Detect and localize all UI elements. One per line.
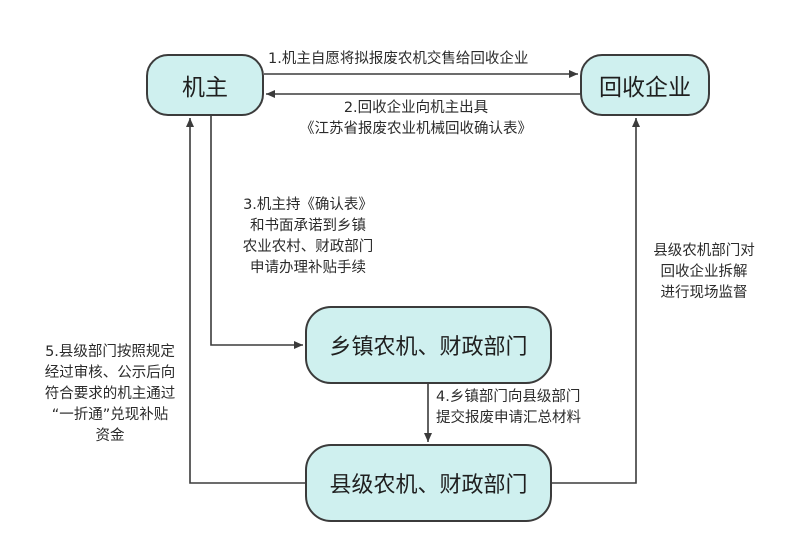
node-recycling-company: 回收企业 — [580, 54, 710, 116]
label-step2-line: 《江苏省报废农业机械回收确认表》 — [300, 121, 532, 137]
node-jizhu: 机主 — [146, 54, 264, 116]
label-step3-line: 3.机主持《确认表》 — [243, 197, 373, 213]
label-supervise-line: 县级农机部门对 — [653, 243, 755, 259]
label-supervise-line: 进行现场监督 — [660, 285, 748, 301]
arrow-step5 — [186, 118, 305, 484]
node-county-departments: 县级农机、财政部门 — [305, 444, 552, 522]
arrow-step3 — [210, 116, 303, 349]
node-township-departments: 乡镇农机、财政部门 — [305, 306, 552, 384]
label-step5-line: “一折通”兑现补贴 — [51, 407, 169, 423]
label-step3-line: 农业农村、财政部门 — [242, 239, 374, 255]
label-step5-line: 5.县级部门按照规定 — [45, 344, 175, 360]
label-step5-line: 资金 — [95, 428, 125, 444]
label-supervise: 县级农机部门对 回收企业拆解 进行现场监督 — [640, 241, 768, 304]
label-step2: 2.回收企业向机主出具 《江苏省报废农业机械回收确认表》 — [270, 98, 562, 140]
label-step3: 3.机主持《确认表》 和书面承诺到乡镇 农业农村、财政部门 申请办理补贴手续 — [210, 195, 406, 279]
label-step5-line: 符合要求的机主通过 — [44, 386, 176, 402]
label-step1: 1.机主自愿将拟报废农机交售给回收企业 — [268, 51, 529, 67]
label-step5-line: 经过审核、公示后向 — [44, 365, 176, 381]
label-step3-line: 和书面承诺到乡镇 — [250, 218, 366, 234]
label-step2-line: 2.回收企业向机主出具 — [343, 100, 489, 116]
label-step5: 5.县级部门按照规定 经过审核、公示后向 符合要求的机主通过 “一折通”兑现补贴… — [20, 342, 200, 447]
arrow-supervise — [552, 118, 640, 484]
label-step4-line: 提交报废申请汇总材料 — [436, 410, 581, 426]
label-supervise-line: 回收企业拆解 — [660, 264, 748, 280]
label-step4: 4.乡镇部门向县级部门 提交报废申请汇总材料 — [436, 387, 581, 429]
label-step4-line: 4.乡镇部门向县级部门 — [436, 389, 581, 405]
label-step3-line: 申请办理补贴手续 — [250, 260, 366, 276]
